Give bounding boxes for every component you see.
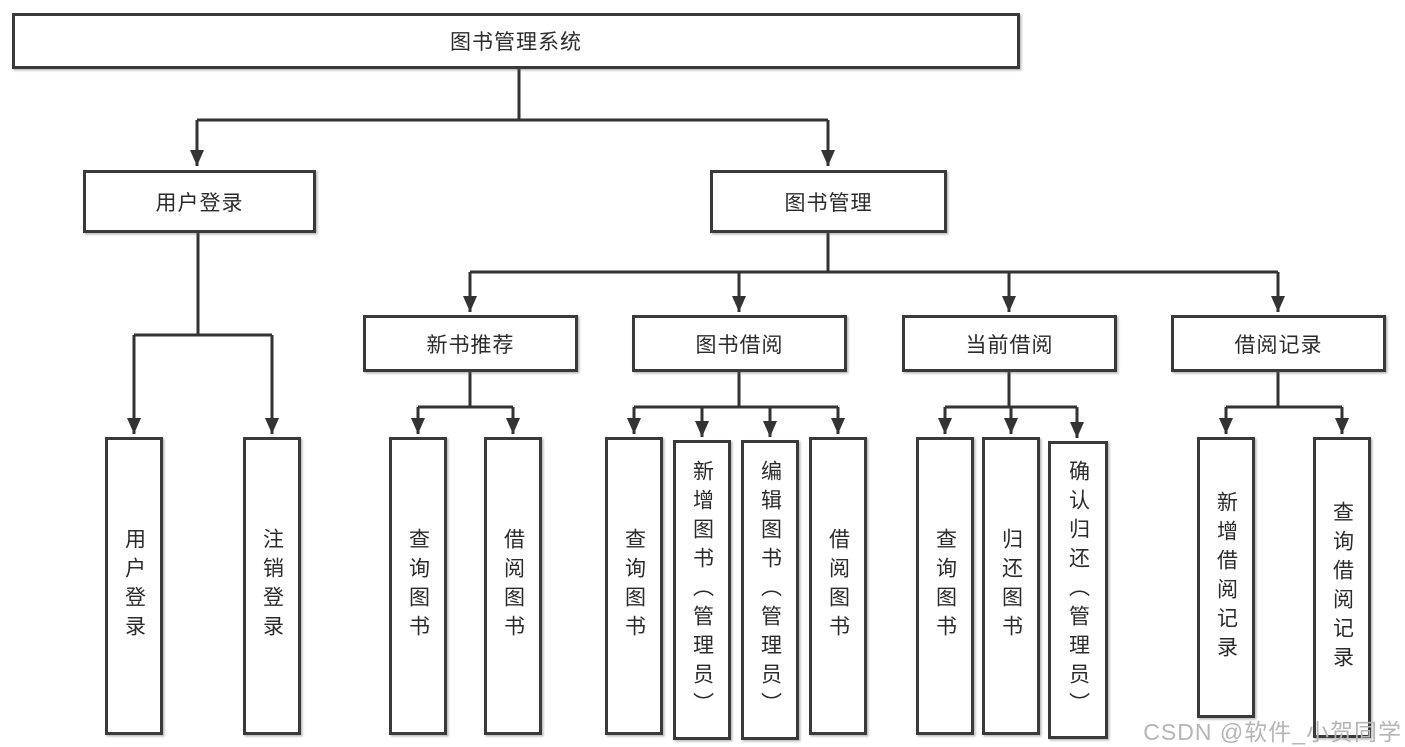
leaf-confirm-return-admin-label: 确认归还（管理员） <box>1066 459 1090 721</box>
leaf-logout: 注销登录 <box>243 437 301 735</box>
node-root-system-label: 图书管理系统 <box>450 31 582 54</box>
leaf-borrow-books-label: 借阅图书 <box>826 528 850 644</box>
node-user-login-label: 用户登录 <box>155 191 244 215</box>
leaf-return-books: 归还图书 <box>982 437 1040 735</box>
leaf-add-books-admin: 新增图书（管理员） <box>673 440 731 740</box>
node-root-system: 图书管理系统 <box>12 13 1020 69</box>
leaf-logout-label: 注销登录 <box>260 528 284 644</box>
node-book-management-label: 图书管理 <box>784 191 873 215</box>
connector-new-books-children <box>411 372 520 434</box>
leaf-borrow-books-new-label: 借阅图书 <box>501 528 525 644</box>
leaf-query-borrow-record: 查询借阅记录 <box>1313 437 1371 738</box>
connector-borrow-records-children <box>1219 372 1349 434</box>
node-book-borrowing: 图书借阅 <box>632 315 847 372</box>
leaf-add-books-admin-label: 新增图书（管理员） <box>690 459 714 721</box>
connector-book-borrow-children <box>627 372 845 437</box>
connector-current-borrow-children <box>938 372 1084 438</box>
leaf-query-books-new-label: 查询图书 <box>406 528 430 644</box>
leaf-add-borrow-record: 新增借阅记录 <box>1197 437 1255 718</box>
leaf-query-books-borrow: 查询图书 <box>605 437 663 735</box>
leaf-query-borrow-record-label: 查询借阅记录 <box>1330 500 1354 675</box>
leaf-borrow-books-new: 借阅图书 <box>484 437 542 735</box>
node-borrow-records-label: 借阅记录 <box>1234 333 1323 357</box>
leaf-add-borrow-record-label: 新增借阅记录 <box>1214 490 1238 665</box>
leaf-edit-books-admin-label: 编辑图书（管理员） <box>758 459 782 721</box>
leaf-user-login-label: 用户登录 <box>122 528 146 644</box>
leaf-query-books-current: 查询图书 <box>916 437 974 735</box>
leaf-query-books-new: 查询图书 <box>389 437 447 735</box>
csdn-watermark: CSDN @软件_小贺同学 <box>1143 719 1402 745</box>
node-book-borrowing-label: 图书借阅 <box>695 333 784 357</box>
node-current-borrowing-label: 当前借阅 <box>965 333 1054 357</box>
leaf-confirm-return-admin: 确认归还（管理员） <box>1048 441 1108 739</box>
node-book-management: 图书管理 <box>710 170 947 233</box>
node-user-login: 用户登录 <box>83 170 316 233</box>
node-borrow-records: 借阅记录 <box>1171 315 1386 372</box>
leaf-return-books-label: 归还图书 <box>999 528 1023 644</box>
connector-book-mgmt-to-level3 <box>463 233 1285 312</box>
leaf-query-books-borrow-label: 查询图书 <box>622 528 646 644</box>
node-new-book-recommend-label: 新书推荐 <box>426 333 515 357</box>
leaf-edit-books-admin: 编辑图书（管理员） <box>741 440 799 740</box>
node-new-book-recommend: 新书推荐 <box>363 315 578 372</box>
node-current-borrowing: 当前借阅 <box>902 315 1117 372</box>
leaf-query-books-current-label: 查询图书 <box>933 528 957 644</box>
connector-root-to-level2 <box>190 68 835 166</box>
leaf-user-login: 用户登录 <box>105 437 163 735</box>
leaf-borrow-books: 借阅图书 <box>809 437 867 735</box>
connector-user-login-children <box>127 233 279 434</box>
